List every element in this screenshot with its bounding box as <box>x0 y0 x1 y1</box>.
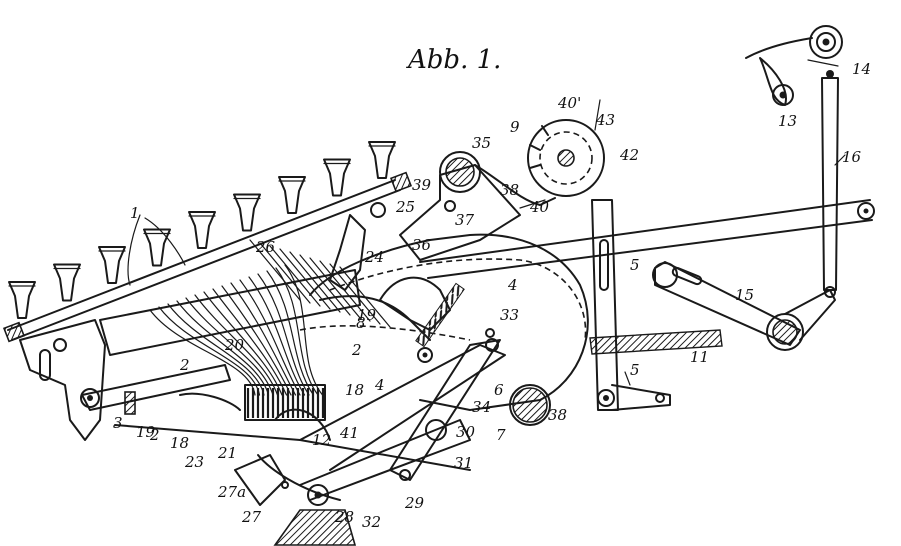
typebar <box>289 251 341 313</box>
key-row <box>8 141 396 319</box>
label-19: 19 <box>136 423 156 441</box>
typebar <box>248 276 306 396</box>
label-16: 16 <box>842 148 862 166</box>
typebar <box>230 282 297 396</box>
typebar <box>158 306 261 396</box>
label-38: 38 <box>500 181 519 199</box>
bell-crank-lever <box>652 261 836 351</box>
key-top <box>8 281 36 319</box>
label-7: 7 <box>496 426 506 444</box>
typebar <box>212 288 288 396</box>
key-top <box>233 193 261 232</box>
typebar <box>194 294 279 396</box>
carriage-escapement <box>299 202 589 411</box>
vertical-rod <box>745 25 843 298</box>
label-21: 21 <box>217 444 237 462</box>
label-4: 4 <box>374 376 385 394</box>
label-18: 18 <box>170 434 189 452</box>
label-37: 37 <box>455 211 475 229</box>
key-top <box>323 158 351 197</box>
label-40: 40 <box>529 198 550 216</box>
key-top <box>98 246 126 284</box>
label-31: 31 <box>454 454 473 472</box>
label-26: 26 <box>255 238 276 256</box>
label-1: 1 <box>130 204 140 222</box>
label-14: 14 <box>852 60 871 78</box>
label-35: 35 <box>472 134 491 152</box>
label-2: 2 <box>179 356 190 374</box>
typebar <box>203 291 283 396</box>
key-rail <box>2 171 413 343</box>
typebar <box>239 279 301 396</box>
label-19: 19 <box>357 306 377 324</box>
typebar <box>269 245 321 307</box>
label-11: 11 <box>690 348 709 366</box>
typebar <box>221 285 292 396</box>
label-39: 39 <box>412 176 432 194</box>
label-9: 9 <box>510 118 520 136</box>
label-42: 42 <box>619 146 639 164</box>
typebar <box>185 297 274 396</box>
key-top <box>188 211 216 249</box>
typebar <box>249 239 301 301</box>
feed-rack <box>589 329 723 355</box>
label-6: 6 <box>494 381 504 399</box>
connecting-rod <box>419 199 875 279</box>
key-top <box>53 263 81 302</box>
label-32: 32 <box>362 513 381 531</box>
label-4: 4 <box>507 276 518 294</box>
label-20: 20 <box>224 336 245 354</box>
label-41: 41 <box>339 424 359 442</box>
typebar <box>149 309 256 396</box>
label-23: 23 <box>184 453 204 471</box>
label-30: 30 <box>456 423 476 441</box>
label-25: 25 <box>395 198 415 216</box>
key-top <box>368 141 396 179</box>
main-shaft <box>509 384 551 426</box>
label-34: 34 <box>472 398 491 416</box>
label-8: 8 <box>356 314 366 332</box>
type-basket <box>99 269 361 421</box>
label-29: 29 <box>404 494 425 512</box>
lower-linkage <box>257 338 506 501</box>
label-13: 13 <box>778 112 797 130</box>
label-3: 3 <box>113 414 123 432</box>
reference-labels: 1 2 2 2 3 4 4 5 5 6 7 8 9 11 12 13 14 15… <box>113 60 871 531</box>
label-18: 18 <box>345 381 364 399</box>
key-top <box>278 176 306 214</box>
label-2: 2 <box>351 341 362 359</box>
key-top <box>143 228 171 267</box>
label-24: 24 <box>364 248 384 266</box>
label-43: 43 <box>595 111 615 129</box>
label-27a: 27a <box>217 483 246 501</box>
label-2: 2 <box>149 426 160 444</box>
label-28: 28 <box>334 508 354 526</box>
ratchet-wheel <box>527 119 605 197</box>
figure-caption: Abb. 1. <box>406 45 501 75</box>
typebar <box>259 242 311 304</box>
left-frame <box>19 319 106 441</box>
label-5: 5 <box>630 361 640 379</box>
label-33: 33 <box>500 306 519 324</box>
leader-lines <box>127 59 846 386</box>
typebar <box>284 264 324 396</box>
label-12: 12 <box>312 431 331 449</box>
base-pivot <box>234 454 357 546</box>
label-27: 27 <box>241 508 262 526</box>
label-40-prime: 40' <box>557 94 581 112</box>
label-36: 36 <box>412 236 432 254</box>
typebar <box>167 303 265 396</box>
typebar <box>176 300 270 396</box>
label-5: 5 <box>630 256 640 274</box>
typebar <box>299 254 351 316</box>
label-15: 15 <box>735 286 754 304</box>
label-38: 38 <box>548 406 567 424</box>
lever-assembly <box>399 151 556 261</box>
